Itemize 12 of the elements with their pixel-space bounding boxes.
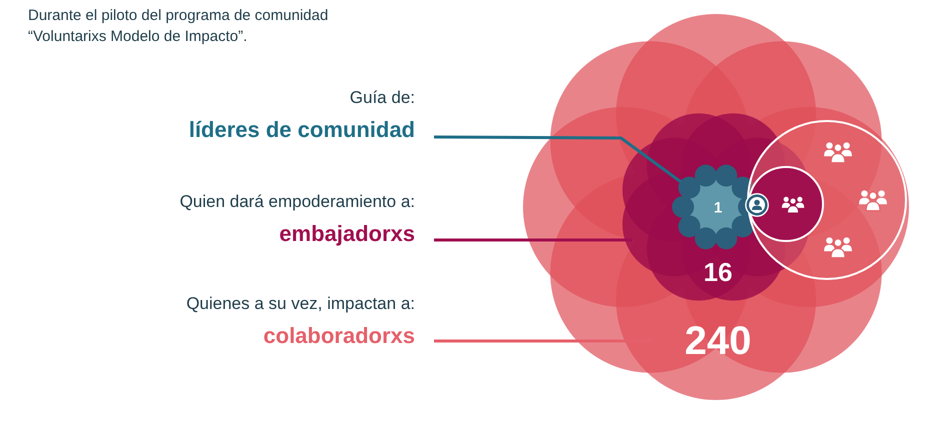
role-name: colaboradorxs [263,322,415,350]
prompt-text: Quienes a su vez, impactan a: [186,294,415,314]
count-label: 1 [714,200,722,216]
role-name: líderes de comunidad [188,116,415,144]
leader-line [434,136,682,184]
prompt-text: Quien dará empoderamiento a: [180,192,415,212]
role-name: embajadorxs [279,220,415,248]
leader-line [434,238,632,242]
intro-note: Durante el piloto del programa de comunidad “Voluntarixs Modelo de Impacto”. [28,7,328,45]
count-label: 240 [684,321,752,361]
count-label: 16 [704,259,732,285]
prompt-text: Guía de: [350,88,415,108]
